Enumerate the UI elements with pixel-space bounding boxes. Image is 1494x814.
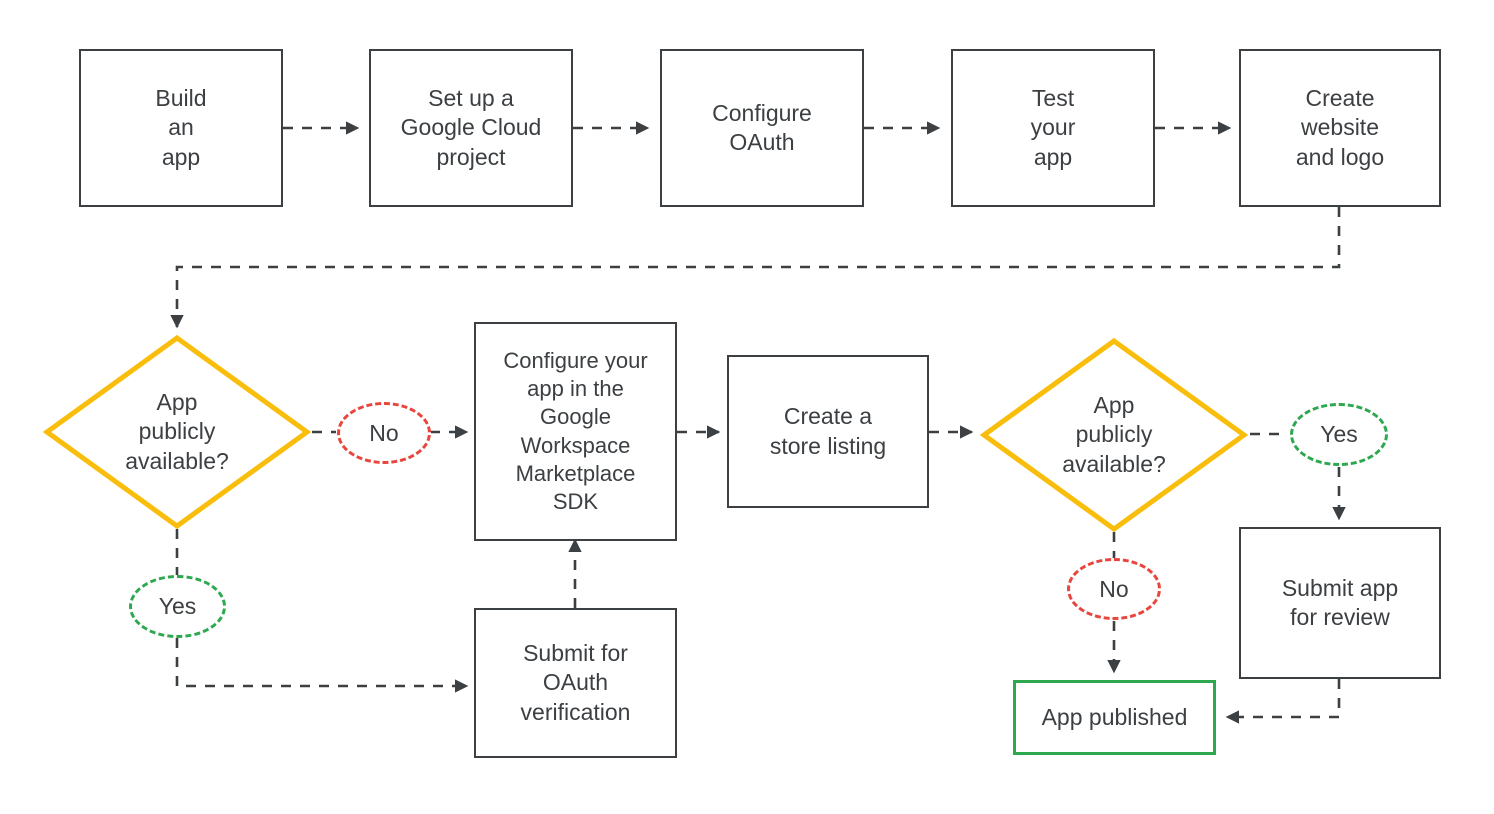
node-create-a-store-listing[interactable]: Create a store listing [727, 355, 929, 508]
edge-label-yes-1: Yes [129, 575, 226, 638]
node-app-published[interactable]: App published [1013, 680, 1216, 755]
decision-diamond-shape [979, 337, 1249, 533]
node-set-up-google-cloud-project[interactable]: Set up a Google Cloud project [369, 49, 573, 207]
node-label: Configure OAuth [712, 99, 812, 155]
edge-label-text: No [369, 419, 399, 446]
node-submit-app-for-review[interactable]: Submit app for review [1239, 527, 1441, 679]
node-test-your-app[interactable]: Test your app [951, 49, 1155, 207]
node-label: Submit app for review [1281, 574, 1399, 630]
edge-label-yes-2: Yes [1290, 403, 1388, 466]
edge-label-text: No [1099, 575, 1129, 602]
node-label: Create a store listing [769, 403, 887, 459]
node-label: App published [1041, 703, 1188, 730]
node-build-an-app[interactable]: Build an app [79, 49, 283, 207]
node-create-website-and-logo[interactable]: Create website and logo [1239, 49, 1441, 207]
edge-review-to-published [1225, 679, 1341, 724]
node-label: Test your app [1030, 84, 1076, 170]
edge-label-no-1: No [337, 402, 431, 464]
node-label: Create website and logo [1295, 84, 1385, 170]
node-label: Configure your app in the Google Workspa… [503, 348, 648, 514]
edge-website-to-decision1 [170, 207, 1341, 329]
node-app-publicly-available-1[interactable]: App publicly available? [42, 334, 312, 530]
edge-yes1-to-oauthverif [175, 638, 469, 693]
node-app-publicly-available-2[interactable]: App publicly available? [979, 337, 1249, 533]
edge-label-no-2: No [1067, 558, 1161, 620]
node-submit-for-oauth-verification[interactable]: Submit for OAuth verification [474, 608, 677, 758]
node-configure-oauth[interactable]: Configure OAuth [660, 49, 864, 207]
edge-label-text: Yes [158, 593, 197, 619]
node-label: Build an app [155, 84, 207, 170]
node-label: Set up a Google Cloud project [400, 84, 542, 170]
decision-diamond-shape [42, 334, 312, 530]
edge-label-text: Yes [1320, 421, 1358, 447]
node-label: Submit for OAuth verification [520, 639, 631, 725]
node-configure-app-in-marketplace-sdk[interactable]: Configure your app in the Google Workspa… [474, 322, 677, 541]
